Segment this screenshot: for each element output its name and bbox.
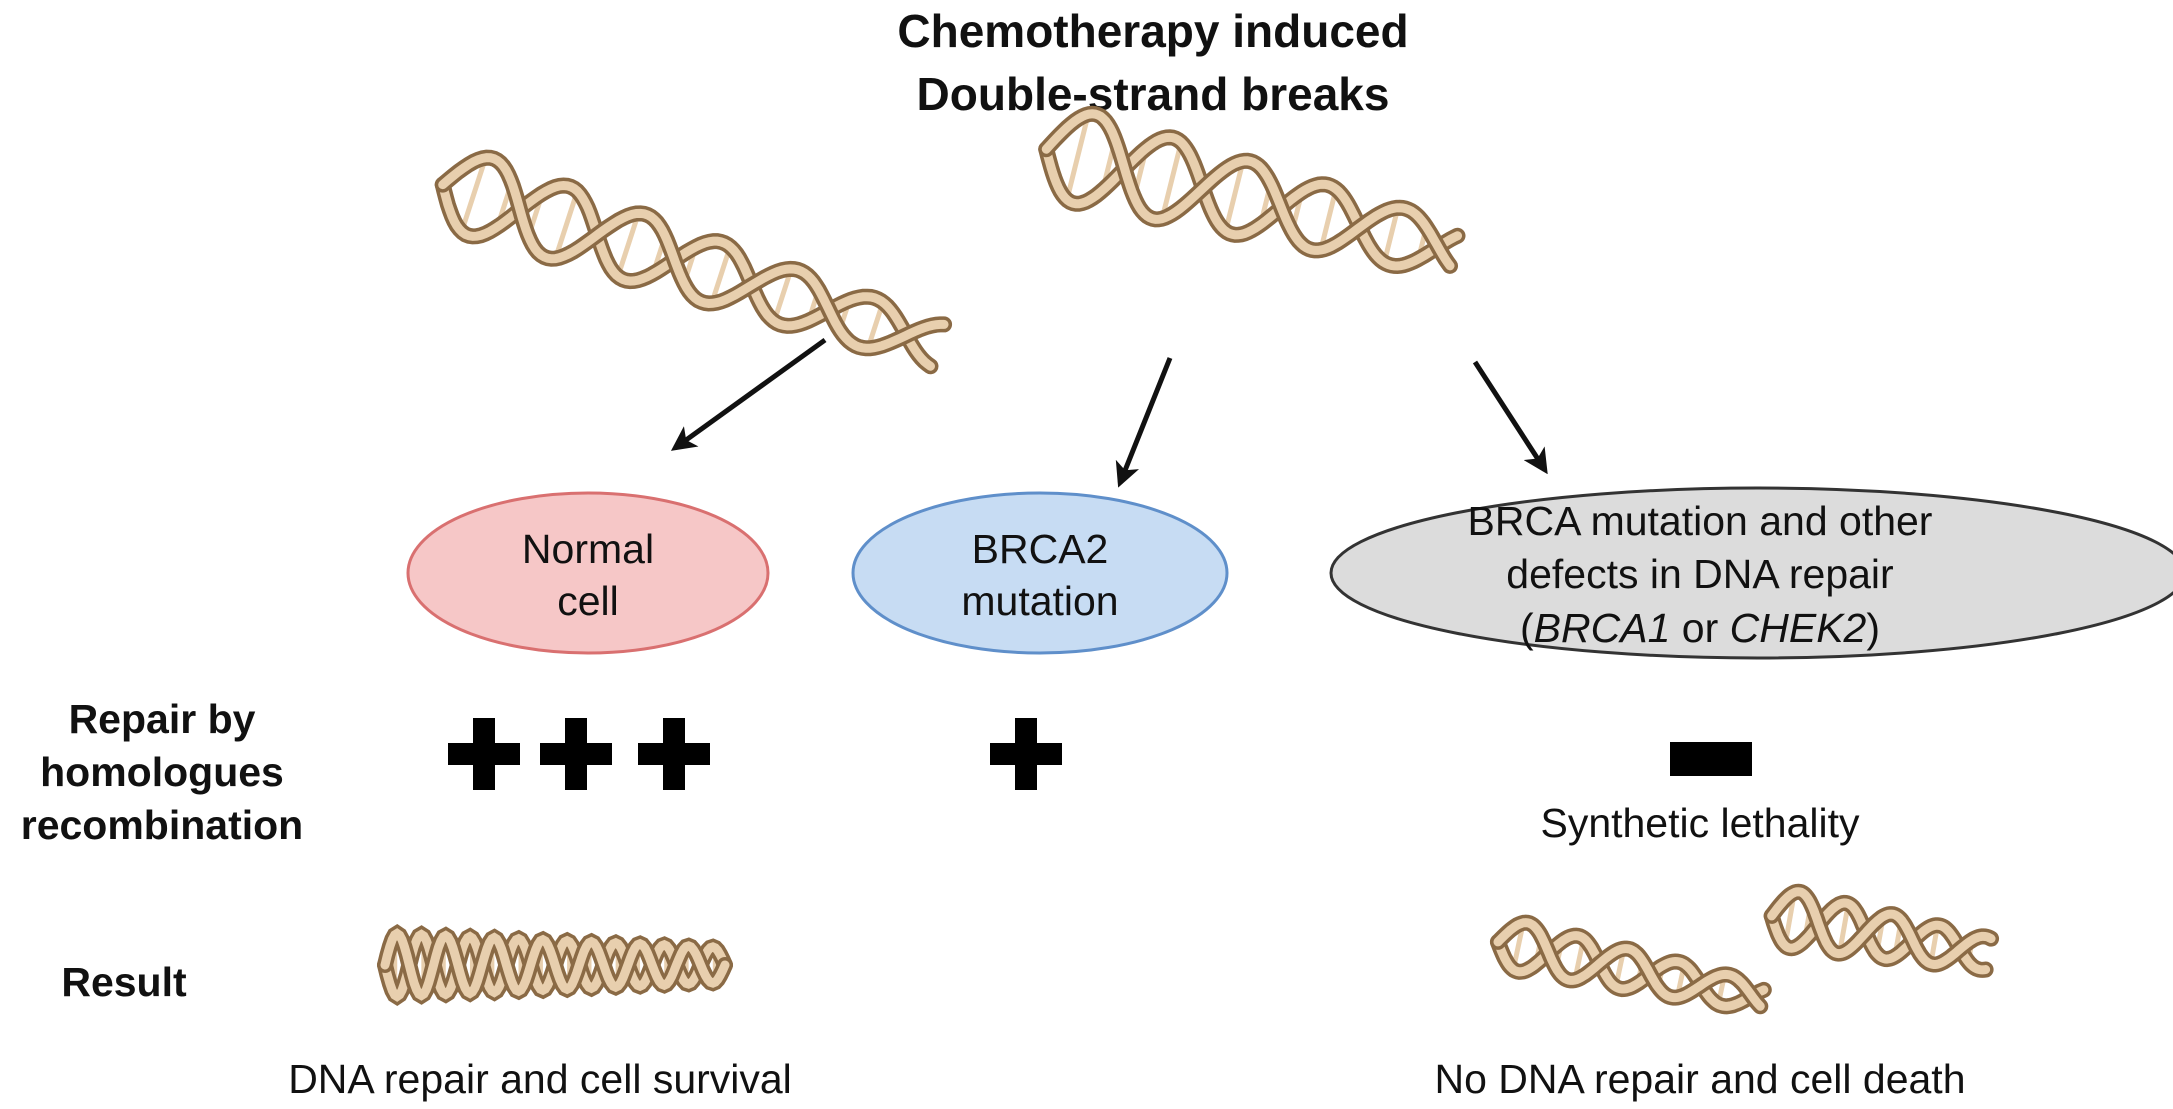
repair-level-normal-plus-1 — [448, 718, 520, 790]
dna-strand-a — [1493, 931, 1769, 1011]
arrow-to-brca-other — [1472, 360, 1548, 475]
dna-base-pair-rung — [1159, 141, 1184, 220]
dna-strand-a — [438, 180, 935, 371]
repair-row-label-line-1: Repair by — [69, 696, 256, 742]
arrow-to-normal-cell — [670, 337, 827, 451]
broken-dna-result-left — [1489, 914, 1772, 1015]
normal-cell-ellipse — [406, 491, 770, 655]
brca-other-label-line-2: defects in DNA repair — [1506, 551, 1893, 597]
broken-dna-left-fragment — [434, 149, 953, 375]
brca-other-defects-ellipse — [1329, 486, 2173, 660]
brca2-mutation-ellipse — [851, 491, 1229, 655]
dna-base-pair-rung — [615, 212, 641, 278]
brca-other-label-line-1: BRCA mutation and other — [1468, 498, 1933, 544]
dna-base-pair-rung — [1318, 188, 1339, 251]
repair-level-normal-plus-3 — [638, 718, 710, 790]
dna-strand-b — [438, 153, 949, 353]
outcome-death-label: No DNA repair and cell death — [1434, 1056, 1965, 1102]
normal-cell-label-line-2: cell — [557, 578, 619, 624]
title-line-2: Double-strand breaks — [917, 68, 1390, 120]
dna-strand-a — [1767, 898, 1991, 975]
dna-base-pair-rung — [1381, 207, 1401, 264]
dna-base-pair-rung — [459, 157, 489, 233]
dna-strand-b — [1767, 887, 1996, 969]
repair-level-brca-other-minus — [1670, 742, 1752, 776]
dna-base-pair-rung — [709, 245, 733, 305]
repair-row-label-line-2: homologues — [40, 749, 284, 795]
brca-other-label-line-3: (BRCA1 or CHEK2) — [1520, 605, 1880, 651]
dna-base-pair-rung — [553, 190, 580, 260]
dna-strand-a — [1041, 132, 1463, 271]
dna-strand-b — [380, 928, 730, 1001]
arrow-to-brca2-mutation — [1115, 357, 1173, 488]
outcome-survival-label: DNA repair and cell survival — [288, 1056, 792, 1102]
repair-level-brca2-plus — [990, 718, 1062, 790]
brca2-mutation-label-line-2: mutation — [961, 578, 1118, 624]
dna-base-pair-rung — [1064, 113, 1091, 201]
dna-base-pair-rung — [1223, 160, 1246, 232]
repair-row-label-line-3: recombination — [21, 802, 303, 848]
dna-strand-b — [1041, 109, 1455, 271]
synthetic-lethality-label: Synthetic lethality — [1540, 800, 1860, 846]
repaired-dna-helix — [377, 923, 733, 1007]
result-row-label: Result — [61, 959, 187, 1005]
repair-level-normal-plus-2 — [540, 718, 612, 790]
normal-cell-label-line-1: Normal — [522, 526, 654, 572]
brca2-mutation-label-line-1: BRCA2 — [972, 526, 1109, 572]
broken-dna-result-right — [1763, 883, 2000, 978]
dna-strand-b — [1493, 918, 1765, 1011]
broken-dna-right-fragment — [1038, 105, 1466, 275]
title-line-1: Chemotherapy induced — [897, 5, 1408, 57]
dna-base-pair-rung — [771, 268, 794, 323]
